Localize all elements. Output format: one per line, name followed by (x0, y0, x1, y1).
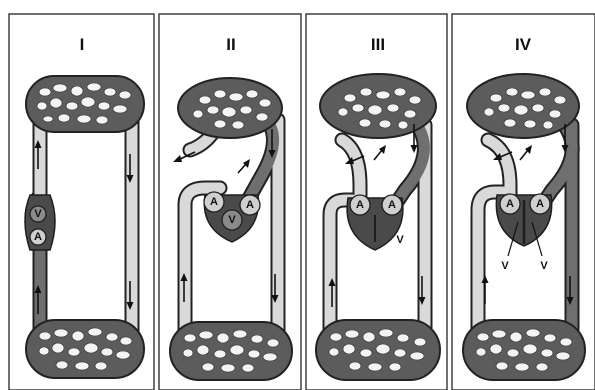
panel-iv-ventricle-left-label: V (501, 260, 509, 272)
capillary-bed-top (320, 74, 436, 138)
panel-iii-ventricle-label: V (396, 234, 404, 246)
panel-ii-atrium-left-label: A (210, 196, 218, 208)
panel-i-ventricle-label: V (34, 208, 42, 220)
panel-ii-title: II (226, 35, 235, 54)
capillary-bed-top (467, 74, 579, 138)
capillary-bed-bottom (316, 320, 440, 380)
panel-i-atrium-label: A (34, 231, 42, 243)
panel-iv: IV (452, 14, 595, 390)
panel-iv-title: IV (515, 35, 532, 54)
panel-iii-title: III (371, 35, 385, 54)
panel-iii: III (306, 14, 447, 390)
capillary-bed-bottom (26, 320, 144, 378)
panel-i: I (9, 14, 154, 390)
capillary-bed-top (26, 76, 144, 132)
panel-ii-ventricle-label: V (228, 214, 236, 226)
capillary-bed-bottom (463, 320, 585, 380)
panel-iv-atrium-right-label: A (536, 198, 544, 210)
panel-iii-atrium-left-label: A (356, 199, 364, 211)
panel-ii: II A (159, 14, 301, 390)
panel-ii-atrium-right-label: A (246, 199, 254, 211)
panel-iii-atrium-right-label: A (388, 199, 396, 211)
panel-i-title: I (80, 35, 85, 54)
capillary-bed-top (178, 78, 282, 138)
panel-iv-ventricle-right-label: V (540, 260, 548, 272)
panel-iv-atrium-left-label: A (506, 198, 514, 210)
capillary-bed-bottom (170, 322, 292, 380)
